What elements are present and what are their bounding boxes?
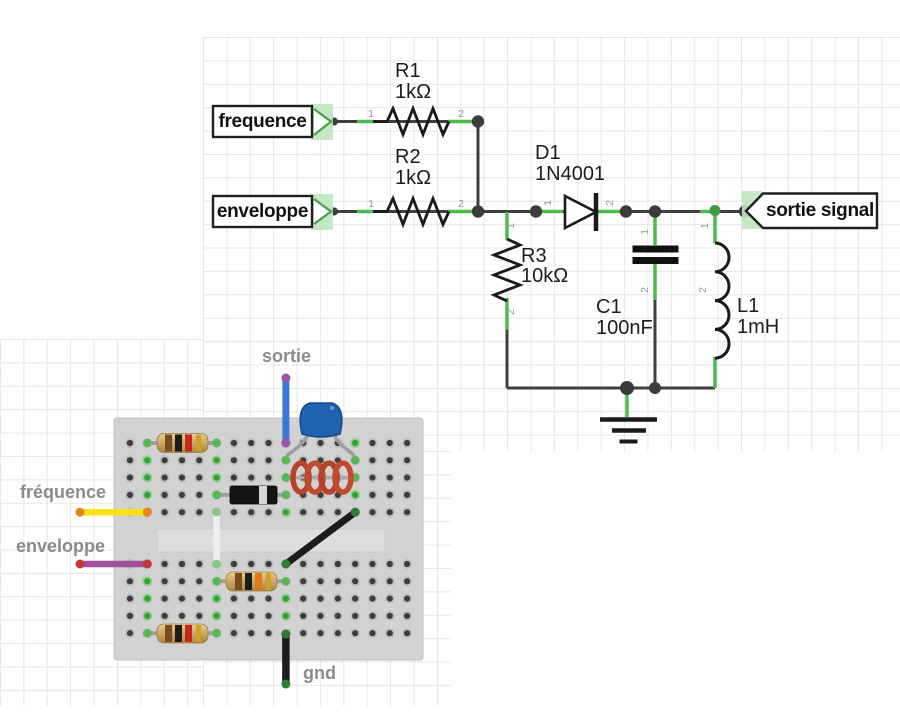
net-label-sortie-signal[interactable]: sortie signal (765, 199, 875, 221)
bb-resistor-10k[interactable] (212, 571, 291, 592)
svg-text:2: 2 (697, 287, 709, 293)
label-R2-value[interactable]: 1kΩ (395, 167, 432, 189)
bb-resistor-1k-top[interactable] (143, 433, 221, 453)
bb-wire-diagonal[interactable] (281, 507, 360, 569)
net-highlight-segments (357, 119, 717, 417)
bb-diode-1N4001[interactable] (212, 485, 291, 505)
sch-resistor-R1[interactable] (373, 104, 451, 139)
bb-wire-enveloppe[interactable] (75, 559, 152, 569)
bb-label-sortie[interactable]: sortie (262, 346, 312, 366)
net-label-enveloppe-tag[interactable] (211, 194, 333, 230)
bb-label-frequence[interactable]: fréquence (20, 482, 107, 502)
sch-resistor-R3[interactable] (490, 237, 524, 303)
bb-capacitor-100nF[interactable] (281, 402, 360, 465)
sch-resistor-R2[interactable] (373, 194, 451, 229)
bb-wire-sortie[interactable] (281, 373, 291, 448)
connector-chevron-icon (313, 198, 333, 225)
bb-resistor-1k-bottom[interactable] (143, 623, 221, 644)
diode-cathode-stripe (259, 486, 267, 504)
breadboard-channel (156, 528, 386, 553)
label-D1-ref[interactable]: D1 (535, 142, 561, 164)
bb-wire-gnd[interactable] (281, 629, 291, 689)
label-L1-ref[interactable]: L1 (737, 295, 760, 317)
svg-text:2: 2 (458, 108, 464, 120)
svg-text:2: 2 (505, 309, 517, 315)
sch-diode-D1[interactable] (563, 193, 599, 231)
sch-ground-symbol[interactable] (600, 417, 657, 444)
label-R3-ref[interactable]: R3 (521, 245, 547, 267)
net-label-sortie-signal-tag[interactable] (742, 191, 879, 230)
pin-number-labels: 1 2 1 2 1 2 1 2 1 2 1 2 (368, 108, 711, 315)
net-label-enveloppe[interactable]: enveloppe (216, 200, 309, 222)
bb-wire-frequence[interactable] (75, 507, 152, 517)
connector-chevron-icon (313, 108, 333, 136)
bb-wire-white-jumper[interactable] (212, 508, 221, 569)
svg-text:1: 1 (505, 223, 517, 229)
net-label-frequence-tag[interactable] (211, 104, 333, 140)
label-C1-value[interactable]: 100nF (596, 317, 653, 339)
label-L1-value[interactable]: 1mH (737, 316, 780, 338)
label-D1-value[interactable]: 1N4001 (535, 163, 606, 185)
svg-text:2: 2 (604, 200, 616, 206)
bb-label-gnd[interactable]: gnd (303, 663, 336, 683)
sch-inductor-L1[interactable] (714, 241, 731, 360)
svg-text:1: 1 (542, 200, 554, 206)
svg-text:1: 1 (699, 223, 711, 229)
label-R1-ref[interactable]: R1 (395, 60, 421, 82)
svg-text:2: 2 (458, 198, 464, 210)
label-C1-ref[interactable]: C1 (596, 296, 622, 318)
label-R3-value[interactable]: 10kΩ (521, 265, 569, 287)
svg-text:2: 2 (639, 287, 651, 293)
net-label-frequence[interactable]: frequence (218, 110, 307, 132)
sch-capacitor-C1[interactable] (632, 245, 679, 265)
svg-text:1: 1 (368, 108, 374, 120)
label-R2-ref[interactable]: R2 (395, 146, 421, 168)
breadboard-board[interactable] (113, 417, 424, 661)
bb-inductor-coil[interactable] (281, 460, 360, 495)
svg-text:1: 1 (368, 198, 374, 210)
svg-text:1: 1 (639, 229, 651, 235)
bb-label-enveloppe[interactable]: enveloppe (16, 536, 106, 556)
label-R1-value[interactable]: 1kΩ (395, 81, 432, 103)
